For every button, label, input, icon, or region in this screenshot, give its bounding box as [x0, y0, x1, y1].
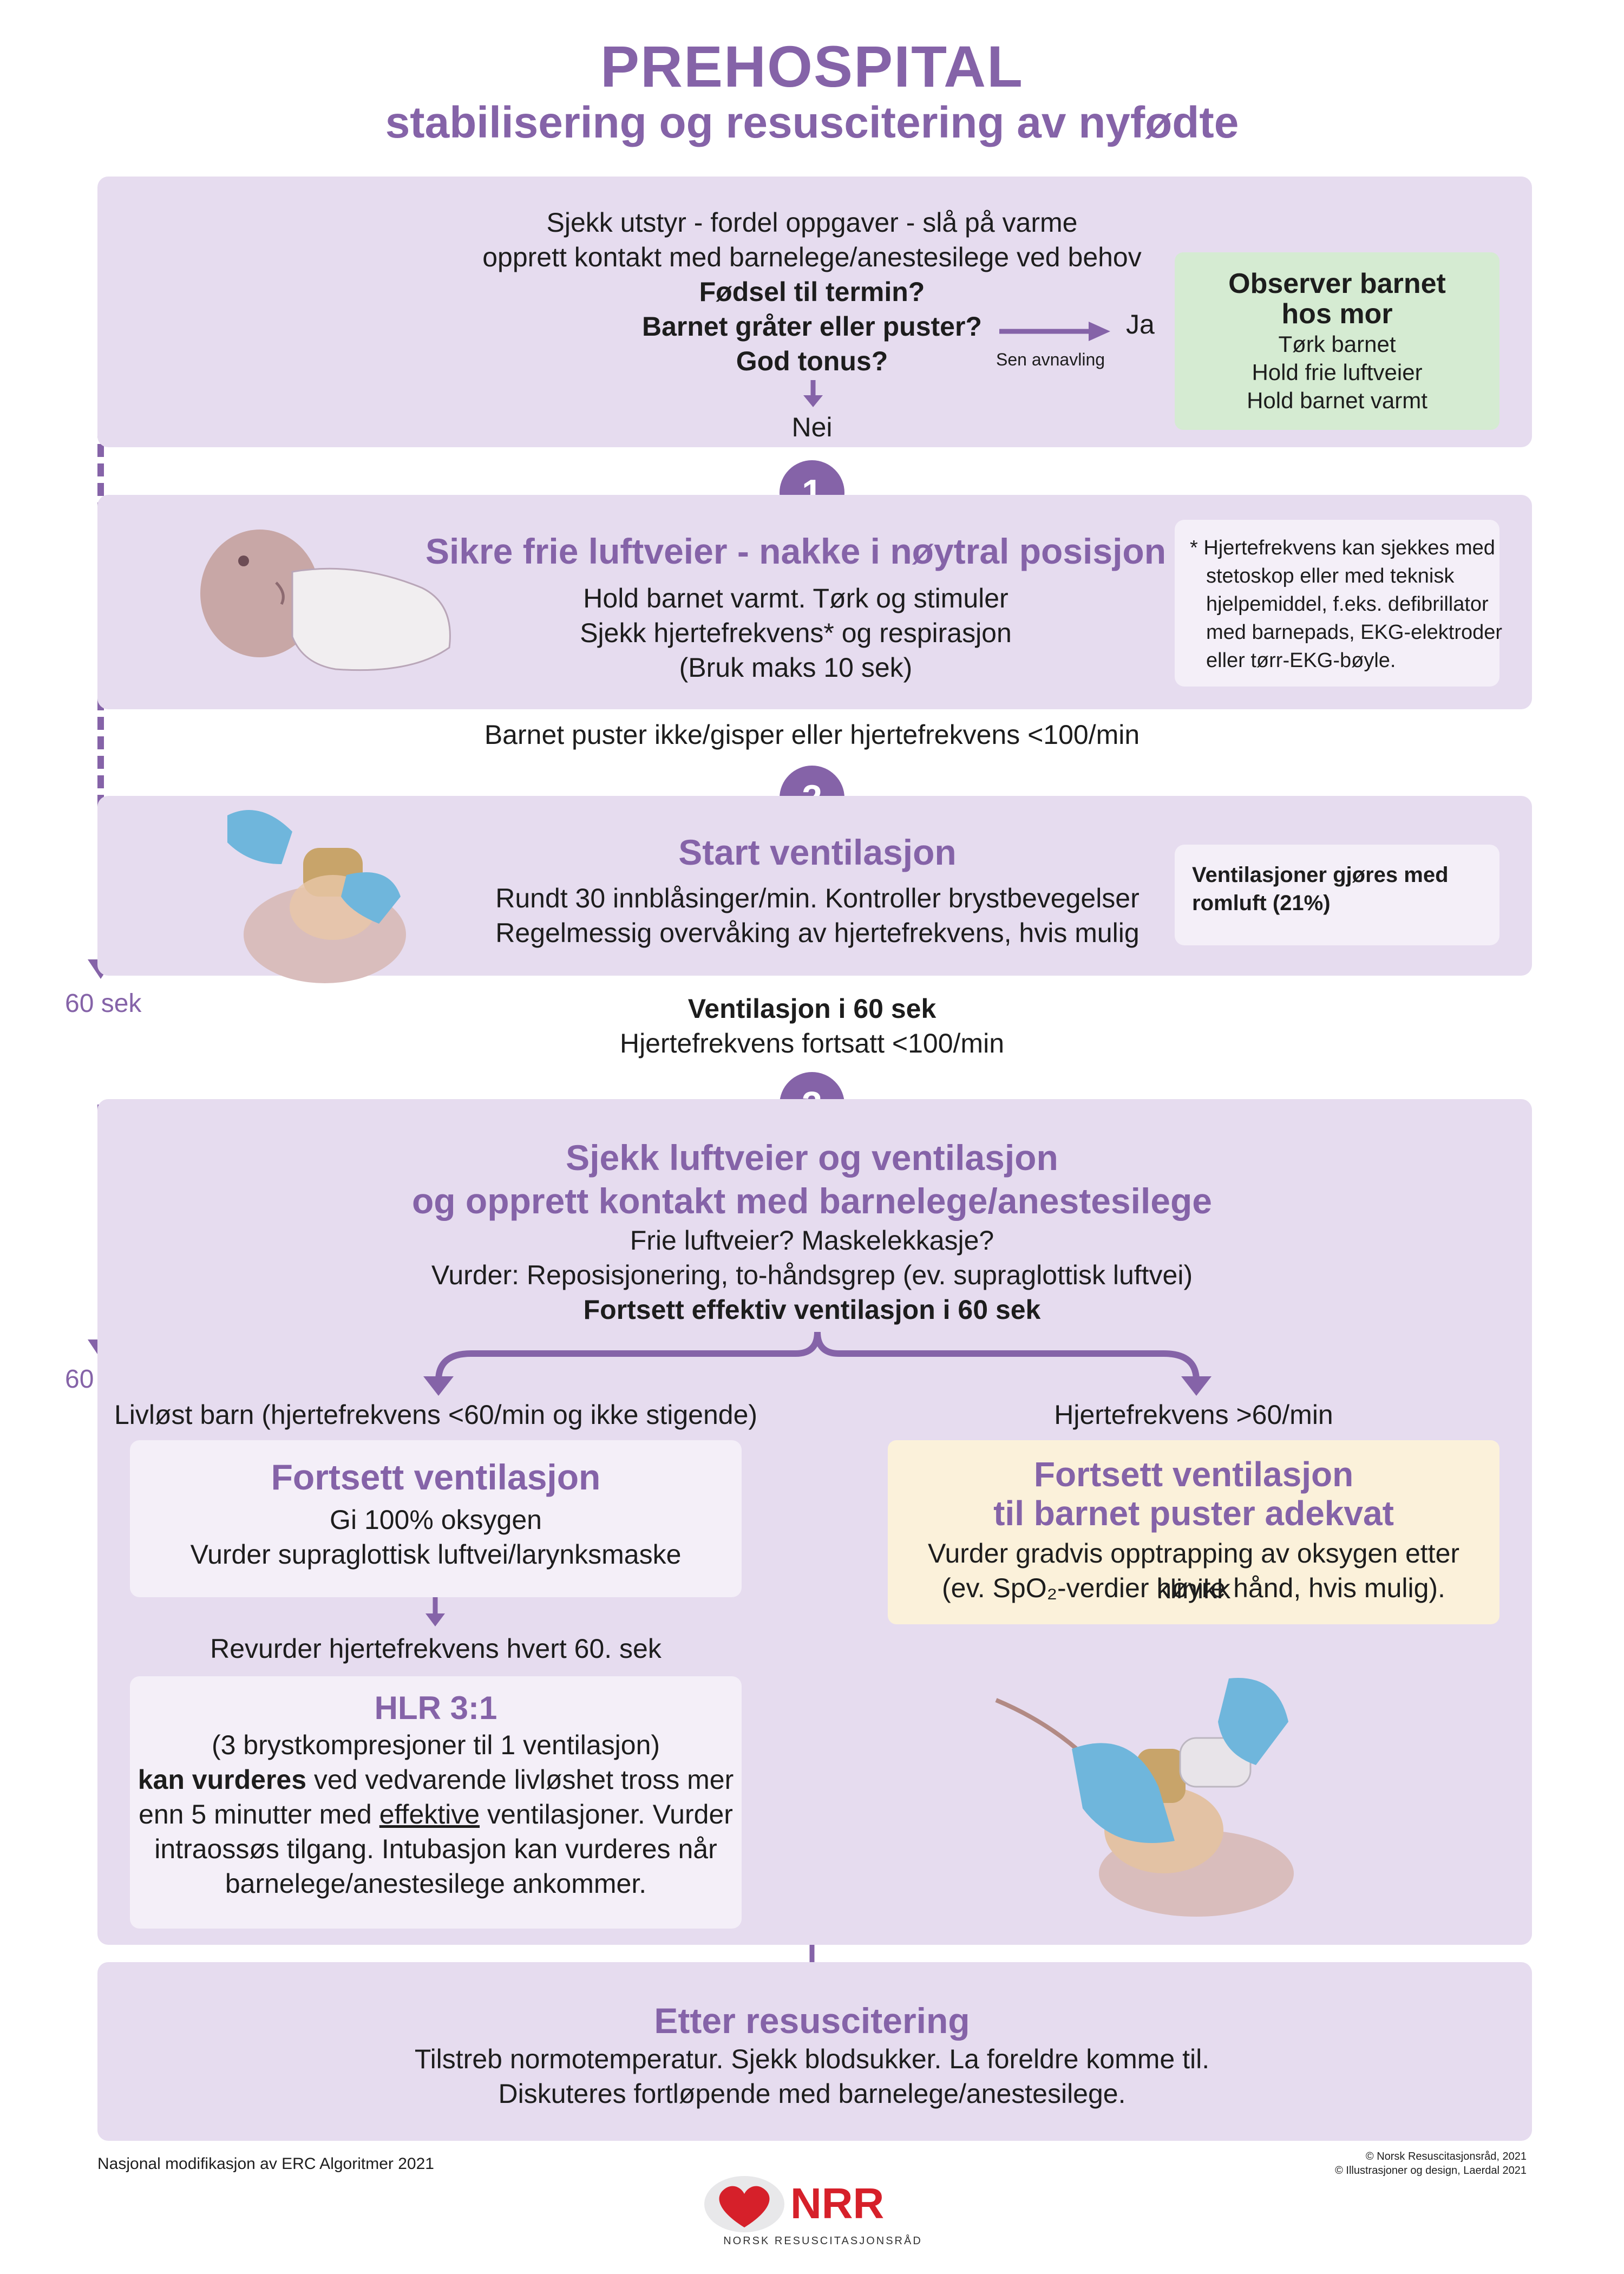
no-label: Nei — [791, 412, 833, 442]
footer-copyright-1: © Norsk Resuscitasjonsråd, 2021 — [1365, 2151, 1527, 2162]
after-resuscitation-line2: Diskuteres fortløpende med barnelege/ane… — [498, 2079, 1126, 2109]
hlr-line3-pre: enn 5 minutter med — [139, 1799, 379, 1829]
hlr-line4: intraossøs tilgang. Intubasjon kan vurde… — [154, 1834, 717, 1864]
between23-line1: Ventilasjon i 60 sek — [687, 994, 937, 1024]
heart-rate-note-1: * Hjertefrekvens kan sjekkes med — [1190, 537, 1495, 559]
step3-line3: Fortsett effektiv ventilasjon i 60 sek — [583, 1295, 1041, 1325]
step1-line1: Hold barnet varmt. Tørk og stimuler — [583, 583, 1009, 613]
logo-subtitle: NORSK RESUSCITASJONSRÅD — [723, 2235, 922, 2247]
step3-line2: Vurder: Reposisjonering, to-håndsgrep (e… — [431, 1260, 1193, 1290]
observe-title2: hos mor — [1281, 298, 1393, 330]
step1-line2: Sjekk hjertefrekvens* og respirasjon — [580, 618, 1012, 648]
breathing-adequate-heading2: til barnet puster adekvat — [993, 1494, 1394, 1533]
baby-head-illustration — [200, 530, 451, 671]
observe-line2: Hold frie luftveier — [1252, 360, 1423, 385]
after-resuscitation-panel — [97, 1962, 1532, 2141]
observe-title1: Observer barnet — [1228, 268, 1446, 299]
hlr-line5: barnelege/anestesilege ankommer. — [225, 1868, 647, 1899]
continue-ventilation-line2: Vurder supraglottisk luftvei/larynksmask… — [190, 1539, 682, 1570]
late-clamp-label: Sen avnavling — [996, 350, 1105, 369]
breathing-adequate-heading1: Fortsett ventilasjon — [1033, 1455, 1354, 1494]
continue-ventilation-box — [130, 1440, 742, 1597]
step2-line1: Rundt 30 innblåsinger/min. Kontroller br… — [495, 883, 1140, 913]
page-subtitle: stabilisering og resuscitering av nyfødt… — [385, 98, 1239, 147]
hlr-line3-underline: effektive — [379, 1799, 480, 1829]
timeline-label-1: 60 sek — [65, 989, 142, 1018]
hlr-box — [130, 1676, 742, 1929]
hlr-line2-bold: kan vurderes — [137, 1765, 307, 1795]
yes-arrow — [999, 322, 1110, 341]
breathing-adequate-line1: Vurder gradvis opptrapping av oksygen et… — [927, 1538, 1460, 1604]
continue-ventilation-heading: Fortsett ventilasjon — [271, 1457, 601, 1497]
page-title: PREHOSPITAL — [600, 34, 1024, 99]
breathing-adequate-line2: (ev. SpO₂-verdier høyre hånd, hvis mulig… — [942, 1573, 1445, 1603]
heart-rate-note-5: eller tørr-EKG-bøyle. — [1206, 649, 1396, 672]
footer-copyright-2: © Illustrasjoner og design, Laerdal 2021 — [1335, 2165, 1527, 2177]
hlr-line3-post: ventilasjoner. Vurder — [480, 1799, 733, 1829]
observe-line1: Tørk barnet — [1278, 331, 1396, 357]
between23-line2: Hjertefrekvens fortsatt <100/min — [619, 1028, 1005, 1058]
step3-heading2: og opprett kontakt med barnelege/anestes… — [411, 1181, 1213, 1221]
room-air-note-1: Ventilasjoner gjøres med — [1192, 863, 1449, 887]
right-branch-label: Hjertefrekvens >60/min — [1054, 1400, 1333, 1430]
revurder-text: Revurder hjertefrekvens hvert 60. sek — [210, 1633, 662, 1664]
two-hand-ventilation-illustration — [995, 1678, 1294, 1917]
left-branch-label: Livløst barn (hjertefrekvens <60/min og … — [114, 1400, 758, 1430]
step1-heading: Sikre frie luftveier - nakke i nøytral p… — [425, 531, 1167, 571]
heart-rate-note-3: hjelpemiddel, f.eks. defibrillator — [1206, 593, 1489, 616]
no-arrow — [803, 380, 823, 407]
intro-line1: Sjekk utstyr - fordel oppgaver - slå på … — [546, 207, 1078, 238]
question-tonus: God tonus? — [736, 346, 888, 376]
step2-line2: Regelmessig overvåking av hjertefrekvens… — [495, 918, 1140, 948]
heart-rate-note-box — [1175, 520, 1499, 687]
after-resuscitation-line1: Tilstreb normotemperatur. Sjekk blodsukk… — [414, 2044, 1210, 2074]
observe-line3: Hold barnet varmt — [1247, 388, 1427, 413]
room-air-note-2: romluft (21%) — [1192, 891, 1331, 915]
yes-label: Ja — [1126, 309, 1155, 339]
step3-heading1: Sjekk luftveier og ventilasjon — [566, 1138, 1058, 1178]
continue-ventilation-line1: Gi 100% oksygen — [330, 1505, 542, 1535]
hlr-line3: enn 5 minutter med effektive ventilasjon… — [130, 1796, 742, 1832]
hlr-heading: HLR 3:1 — [374, 1690, 497, 1726]
after-resuscitation-heading: Etter resuscitering — [654, 2001, 970, 2041]
between-step1-step2: Barnet puster ikke/gisper eller hjertefr… — [484, 720, 1140, 750]
breathing-adequate-box — [888, 1440, 1499, 1624]
question-breathing: Barnet gråter eller puster? — [642, 311, 982, 342]
revurder-arrow — [425, 1597, 445, 1626]
hlr-line2-rest: ved vedvarende livløshet tross mer — [306, 1765, 734, 1795]
heart-logo-icon — [704, 2176, 784, 2232]
ventilation-mask-illustration — [227, 810, 406, 983]
branch-arrows — [423, 1331, 1212, 1396]
room-air-note-box — [1175, 845, 1499, 945]
question-term: Fødsel til termin? — [699, 277, 925, 307]
hlr-line1: (3 brystkompresjoner til 1 ventilasjon) — [211, 1730, 660, 1760]
logo-text: NRR — [790, 2179, 885, 2227]
intro-line2: opprett kontakt med barnelege/anestesile… — [482, 242, 1142, 272]
step3-line1: Frie luftveier? Maskelekkasje? — [630, 1225, 994, 1256]
observe-box — [1175, 252, 1499, 430]
hlr-line2: kan vurderes ved vedvarende livløshet tr… — [130, 1762, 742, 1798]
heart-rate-note-4: med barnepads, EKG-elektroder — [1206, 621, 1503, 644]
heart-rate-note-2: stetoskop eller med teknisk — [1206, 565, 1455, 587]
step2-heading: Start ventilasjon — [678, 832, 957, 872]
footer-left: Nasjonal modifikasjon av ERC Algoritmer … — [97, 2155, 434, 2173]
step1-line3: (Bruk maks 10 sek) — [679, 652, 913, 683]
